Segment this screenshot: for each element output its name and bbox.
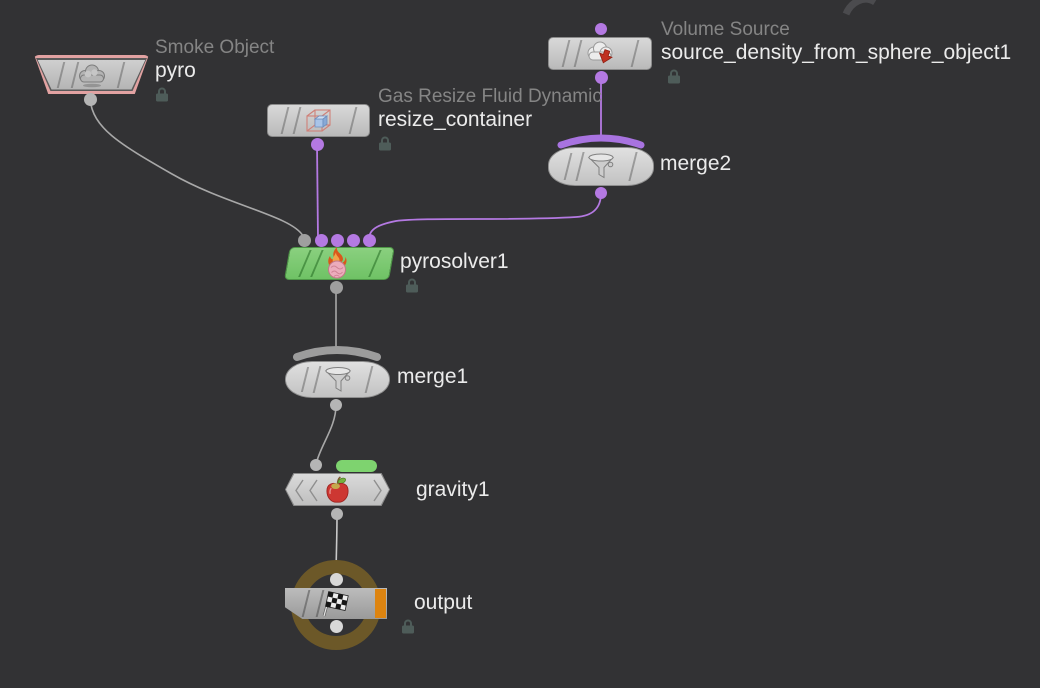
node-merge1-body[interactable] bbox=[285, 361, 390, 398]
gravity1-chevrons bbox=[295, 479, 382, 502]
node-type-label: Volume Source bbox=[661, 19, 790, 40]
node-separator bbox=[627, 152, 637, 181]
node-name-label: output bbox=[414, 591, 473, 614]
wire-merge1-to-gravity1[interactable] bbox=[315, 404, 337, 465]
node-pyro-body[interactable] bbox=[34, 55, 149, 94]
node-name-label: source_density_from_sphere_object1 bbox=[661, 41, 1012, 64]
lock-icon[interactable] bbox=[155, 87, 169, 102]
node-name-label: resize_container bbox=[378, 108, 533, 131]
node-pyro-body-face bbox=[37, 59, 146, 90]
node-separator bbox=[630, 40, 639, 67]
gravity1-input-connector[interactable] bbox=[310, 459, 322, 471]
source-density-input-connector[interactable] bbox=[595, 23, 607, 35]
wire-pyro-to-pyrosolver1[interactable] bbox=[89, 98, 304, 237]
pyrosolver1-input1-connector[interactable] bbox=[297, 233, 311, 247]
node-separator bbox=[300, 367, 309, 392]
node-name-label: merge1 bbox=[397, 365, 469, 388]
node-separator bbox=[298, 250, 312, 277]
lock-icon[interactable] bbox=[405, 278, 419, 293]
node-separator bbox=[573, 40, 582, 67]
output-output-connector[interactable] bbox=[329, 619, 343, 633]
node-separator bbox=[367, 250, 381, 277]
node-name-label: merge2 bbox=[660, 152, 732, 175]
gravity1-output-connector[interactable] bbox=[331, 508, 343, 520]
merge2-output-connector[interactable] bbox=[595, 187, 607, 199]
volume-source-icon bbox=[587, 41, 613, 63]
node-source-density-body[interactable] bbox=[548, 37, 652, 70]
source-density-output-connector[interactable] bbox=[594, 70, 608, 84]
node-separator bbox=[301, 590, 310, 617]
wire-resize-container-to-pyrosolver1[interactable] bbox=[316, 143, 319, 240]
pyro-flame-icon bbox=[328, 247, 347, 279]
node-separator bbox=[292, 107, 301, 134]
lock-icon[interactable] bbox=[401, 619, 415, 634]
background-watermark-curve bbox=[842, 0, 877, 16]
resize-cube-icon bbox=[305, 108, 331, 132]
node-output-body[interactable] bbox=[285, 588, 387, 619]
node-separator bbox=[312, 366, 321, 393]
node-type-label: Gas Resize Fluid Dynamic bbox=[378, 86, 602, 107]
smoke-cloud-icon bbox=[78, 64, 105, 87]
node-resize-container-body[interactable] bbox=[267, 104, 370, 137]
node-gravity1-body[interactable] bbox=[285, 473, 390, 506]
merge2-multi-input-arc[interactable] bbox=[557, 134, 645, 149]
node-type-label: Smoke Object bbox=[155, 37, 275, 58]
node-separator bbox=[575, 152, 585, 181]
pyrosolver1-input3-connector[interactable] bbox=[330, 233, 344, 247]
merge1-output-connector[interactable] bbox=[330, 399, 342, 411]
node-merge2-body[interactable] bbox=[548, 147, 654, 186]
node-separator bbox=[563, 153, 572, 180]
node-separator bbox=[56, 61, 65, 88]
apple-icon bbox=[326, 475, 349, 503]
output-display-flag[interactable] bbox=[375, 589, 386, 618]
pyro-output-connector[interactable] bbox=[83, 93, 97, 106]
node-name-label: gravity1 bbox=[416, 478, 490, 501]
lock-icon[interactable] bbox=[378, 136, 392, 151]
pyrosolver1-input4-connector[interactable] bbox=[346, 233, 360, 247]
node-separator bbox=[116, 61, 125, 88]
node-separator bbox=[364, 366, 373, 393]
output-input-connector[interactable] bbox=[329, 572, 343, 586]
pyrosolver1-output-connector[interactable] bbox=[329, 280, 343, 294]
node-name-label: pyrosolver1 bbox=[400, 250, 509, 273]
node-separator bbox=[280, 107, 289, 134]
gravity1-green-flag-badge[interactable] bbox=[336, 460, 377, 472]
node-separator bbox=[348, 107, 357, 134]
wire-merge2-to-pyrosolver1[interactable] bbox=[368, 192, 602, 240]
pyrosolver1-input2-connector[interactable] bbox=[314, 233, 328, 247]
node-gravity1-body-face bbox=[286, 474, 389, 505]
checkered-flag-icon bbox=[322, 590, 349, 616]
funnel-icon bbox=[324, 366, 351, 392]
merge1-multi-input-arc[interactable] bbox=[293, 346, 381, 361]
resize-container-output-connector[interactable] bbox=[310, 137, 324, 151]
node-separator bbox=[561, 40, 570, 67]
lock-icon[interactable] bbox=[667, 69, 681, 84]
funnel-icon bbox=[587, 153, 615, 179]
pyrosolver1-input5-connector[interactable] bbox=[362, 233, 376, 247]
node-name-label: pyro bbox=[155, 59, 196, 82]
